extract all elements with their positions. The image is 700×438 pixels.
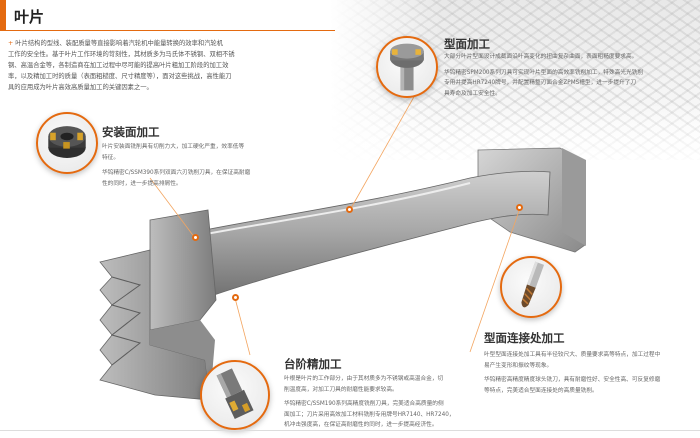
page-title: 叶片 bbox=[14, 8, 45, 26]
intro-line: 钢、高温合金等，各制造商在加工过程中尽可能的提高叶片粗加工阶段的加工效 bbox=[8, 62, 229, 69]
intro-line: 工作的安全性。基于叶片工作环境的苛刻性，其材质多为马氏体不锈钢、双相不锈 bbox=[8, 51, 235, 58]
intro-line: 率，以及精加工时的质量（表面粗糙度、尺寸精度等），面对这些挑战，高性能刀 bbox=[8, 73, 232, 80]
section-title-step: 台阶精加工 bbox=[284, 357, 342, 371]
text-line: 削温度高，对加工刀具的耐磨性能要求较高。 bbox=[284, 386, 398, 393]
text-line: 性的同时，进一步提高排屑性。 bbox=[102, 180, 182, 187]
blade-root-grooves bbox=[110, 276, 142, 366]
text-line: 华钨精密C/SSM390系列双面六刃铣削刀具，在保证高耐磨 bbox=[102, 170, 251, 176]
section-text-fillet: 叶型型面连接处加工具有半径较尺大、质量要求高等特点，加工过程中 易产生变形和振纹… bbox=[484, 350, 694, 396]
text-line: 具寿命及加工安全性。 bbox=[444, 90, 501, 97]
section-text-mounting: 叶片安装面铣削具有切削力大，加工硬化严重，效率低等 特征。 华钨精密C/SSM3… bbox=[102, 142, 282, 189]
callout-dot-mounting bbox=[192, 234, 199, 241]
text-line: 叶根是叶片的工作部分，由于其材质多为不锈钢或高温合金，切 bbox=[284, 376, 444, 382]
text-line: 叶片安装面铣削具有切削力大，加工硬化严重，效率低等 bbox=[102, 144, 245, 150]
ball-end-mill-icon bbox=[500, 256, 562, 318]
callout-dot-step bbox=[232, 294, 239, 301]
footer-divider bbox=[0, 430, 700, 431]
blade-shroud-side bbox=[562, 148, 586, 246]
intro-line: 具的应用成为叶片高效高质量加工的关键因素之一。 bbox=[8, 84, 153, 91]
text-line: 易产生变形和振纹等现象。 bbox=[484, 362, 553, 369]
section-title-mounting: 安装面加工 bbox=[102, 125, 160, 139]
leader-line-fillet bbox=[469, 207, 521, 353]
text-line: 专用并提高HR7240牌号，并配置精整刃面合金ZPMS槽型，进一步提升了刀 bbox=[444, 80, 637, 86]
shoulder-mill-icon bbox=[200, 360, 270, 430]
indexable-end-mill-icon bbox=[376, 36, 438, 98]
blade-root-side bbox=[150, 320, 215, 400]
leader-line-profile bbox=[349, 94, 416, 211]
face-mill-icon bbox=[36, 112, 98, 174]
text-line: 大部分叶片型面设计成截面沿叶高变化的扭曲复杂曲面，表面粗糙度要求高。 bbox=[444, 54, 638, 60]
text-line: 面加工；刀片采用高效加工材料铣削专用牌号HR7140、HR7240， bbox=[284, 411, 455, 418]
section-text-step: 叶根是叶片的工作部分，由于其材质多为不锈钢或高温合金，切 削温度高，对加工刀具的… bbox=[284, 374, 480, 431]
intro-line: 叶片结构的型线、装配质量等直接影响着汽轮机中能量转换的效率和汽轮机 bbox=[15, 40, 224, 47]
blade-platform bbox=[149, 209, 217, 331]
text-line: 等特点，完美适合型面连接处的高质量铣削。 bbox=[484, 387, 598, 394]
callout-dot-fillet bbox=[516, 204, 523, 211]
text-line: 华钨精密C/SSM190系列高精度铣削刀具，完美适合高质量的侧 bbox=[284, 401, 444, 407]
blade-highlight bbox=[184, 182, 471, 239]
leader-line-mounting bbox=[149, 177, 196, 239]
section-title-profile: 型面加工 bbox=[444, 37, 490, 51]
text-line: 特征。 bbox=[102, 154, 120, 161]
text-line: 华钨精密高精度精度球头铣刀，具有耐磨性好、安全性高、可反复修磨 bbox=[484, 377, 661, 383]
header-underline bbox=[0, 30, 335, 31]
header-accent-bar bbox=[0, 0, 6, 30]
section-title-fillet: 型面连接处加工 bbox=[484, 331, 565, 345]
text-line: 机冲击强度高，在保证高耐磨性的同时，进一步提高经济性。 bbox=[284, 422, 438, 428]
text-line: 叶型型面连接处加工具有半径较尺大、质量要求高等特点，加工过程中 bbox=[484, 352, 661, 358]
section-text-profile: 大部分叶片型面设计成截面沿叶高变化的扭曲复杂曲面，表面粗糙度要求高。 华钨精密S… bbox=[444, 52, 694, 99]
blade-airfoil bbox=[179, 170, 551, 301]
text-line: 华钨精密SPM200系列刀具可实现叶片型面的高效率铣削加工，特殊高光光铣削 bbox=[444, 69, 644, 76]
callout-dot-profile bbox=[346, 206, 353, 213]
leader-line-step bbox=[234, 297, 251, 356]
plus-icon: + bbox=[8, 40, 14, 47]
intro-paragraph: +叶片结构的型线、装配质量等直接影响着汽轮机中能量转换的效率和汽轮机 工作的安全… bbox=[8, 38, 278, 93]
